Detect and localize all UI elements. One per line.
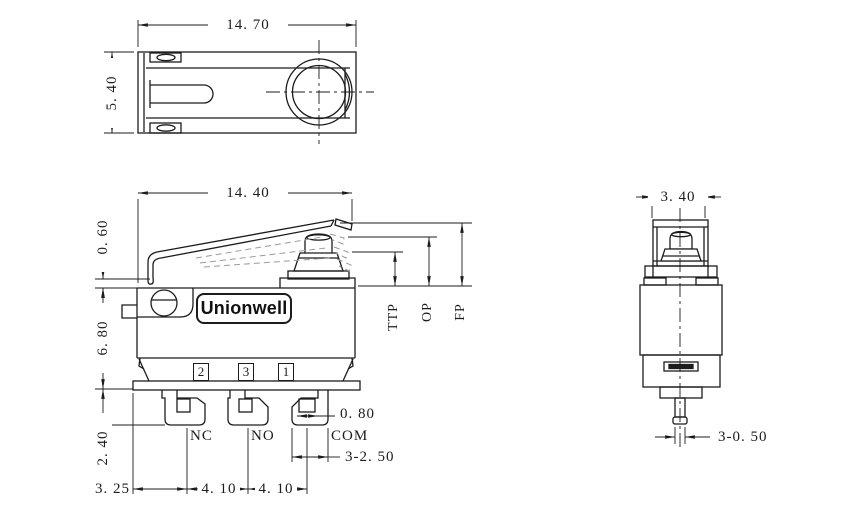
terminal-number-1: 1	[278, 363, 294, 381]
side-view-width-dim: 3. 40	[648, 188, 708, 206]
edge-offset-dim: 3. 25	[70, 480, 130, 498]
terminal-length-dim: 2. 40	[94, 413, 112, 483]
side-view-pin-dim: 3-0. 50	[718, 428, 788, 446]
top-view	[104, 20, 374, 144]
travel-label-fp: FP	[453, 303, 468, 321]
pitch-dim-left: 4. 10	[198, 480, 240, 498]
terminal-label-no: NO	[251, 428, 275, 444]
terminal-number-3: 3	[238, 363, 254, 381]
travel-label-op: OP	[420, 302, 435, 322]
terminal-width-dim: 3-2. 50	[345, 448, 407, 466]
slot-width-dim: 0. 80	[340, 405, 390, 423]
brand-logo: Unionwell	[196, 293, 292, 324]
side-view	[636, 195, 723, 448]
front-view	[95, 191, 472, 494]
top-view-width-dim: 14. 70	[208, 16, 288, 34]
front-view-width-dim: 14. 40	[208, 184, 288, 202]
terminal-label-com: COM	[331, 428, 369, 444]
terminal-number-2: 2	[193, 363, 209, 381]
body-height-dim: 6. 80	[94, 303, 112, 373]
travel-label-ttp: TTP	[386, 303, 401, 331]
top-view-height-dim: 5. 40	[103, 58, 121, 128]
lever-height-dim: 0. 60	[94, 202, 112, 272]
pitch-dim-right: 4. 10	[255, 480, 297, 498]
terminal-label-nc: NC	[190, 428, 213, 444]
